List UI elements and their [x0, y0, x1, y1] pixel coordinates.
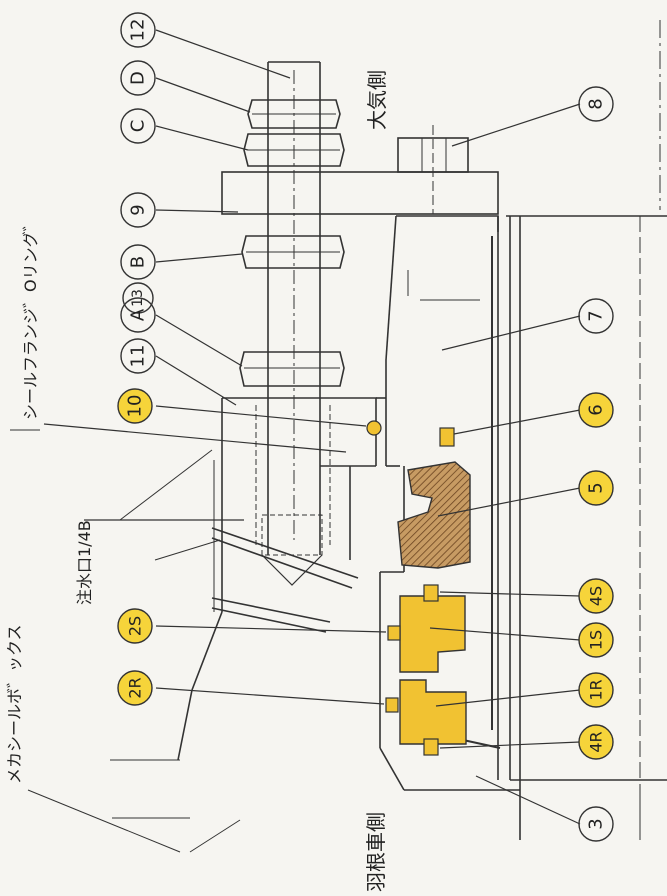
callout-9: 9 — [128, 204, 149, 215]
highlight-6 — [579, 393, 613, 427]
callout-11: 11 — [128, 345, 149, 368]
label-impeller-side: 羽根車側 — [364, 812, 388, 892]
highlight-1s — [579, 623, 613, 657]
nut-d — [247, 99, 341, 129]
label-seal-flange-oring: シールフランジ゛Oリング゛ — [21, 215, 40, 420]
callout-2r: 2R — [126, 677, 145, 698]
callout-6: 6 — [586, 404, 607, 415]
callout-10: 10 — [125, 395, 146, 418]
highlight-10 — [118, 389, 152, 423]
nut-a — [239, 351, 345, 387]
highlight-4r — [579, 725, 613, 759]
callout-c: C — [128, 120, 149, 133]
water-inlet-line-a — [211, 527, 359, 579]
highlight-4s — [579, 579, 613, 613]
oring-10 — [366, 420, 382, 436]
callout-5: 5 — [586, 482, 607, 493]
label-water-inlet: 注水口1/4B — [75, 520, 94, 605]
nut-c — [243, 133, 345, 167]
callout-2s: 2S — [126, 616, 145, 636]
highlight-1r — [579, 673, 613, 707]
seal-part-1r — [399, 679, 467, 745]
callout-8: 8 — [586, 98, 607, 109]
callout-4r: 4R — [587, 731, 606, 752]
callout-3: 3 — [586, 818, 607, 829]
highlight-5 — [579, 471, 613, 505]
oring-2s — [387, 625, 401, 641]
oring-2r — [385, 697, 399, 713]
callout-1s: 1S — [587, 630, 606, 650]
seal-ring-5 — [397, 461, 471, 569]
label-atmosphere-side: 大気側 — [365, 70, 389, 130]
pin-6 — [439, 427, 455, 447]
callout-12: 12 — [128, 19, 149, 42]
seal-part-1s — [399, 595, 466, 673]
label-mech-seal-box: メカシールボ゛ックス — [5, 624, 24, 784]
callout-a: A — [128, 308, 149, 321]
highlight-2r — [118, 671, 152, 705]
nut-b — [241, 235, 345, 269]
body-11 — [222, 397, 377, 466]
pin-4r — [423, 738, 439, 756]
callout-13: 13 — [130, 289, 146, 307]
highlight-2s — [118, 609, 152, 643]
callout-b: B — [128, 256, 149, 268]
flange-9 — [221, 171, 499, 215]
housing-7 — [396, 215, 499, 232]
callout-1r: 1R — [587, 679, 606, 700]
callout-d: D — [128, 71, 149, 85]
callout-4s: 4S — [587, 586, 606, 606]
pin-4s — [423, 584, 439, 602]
callout-7: 7 — [586, 310, 607, 321]
